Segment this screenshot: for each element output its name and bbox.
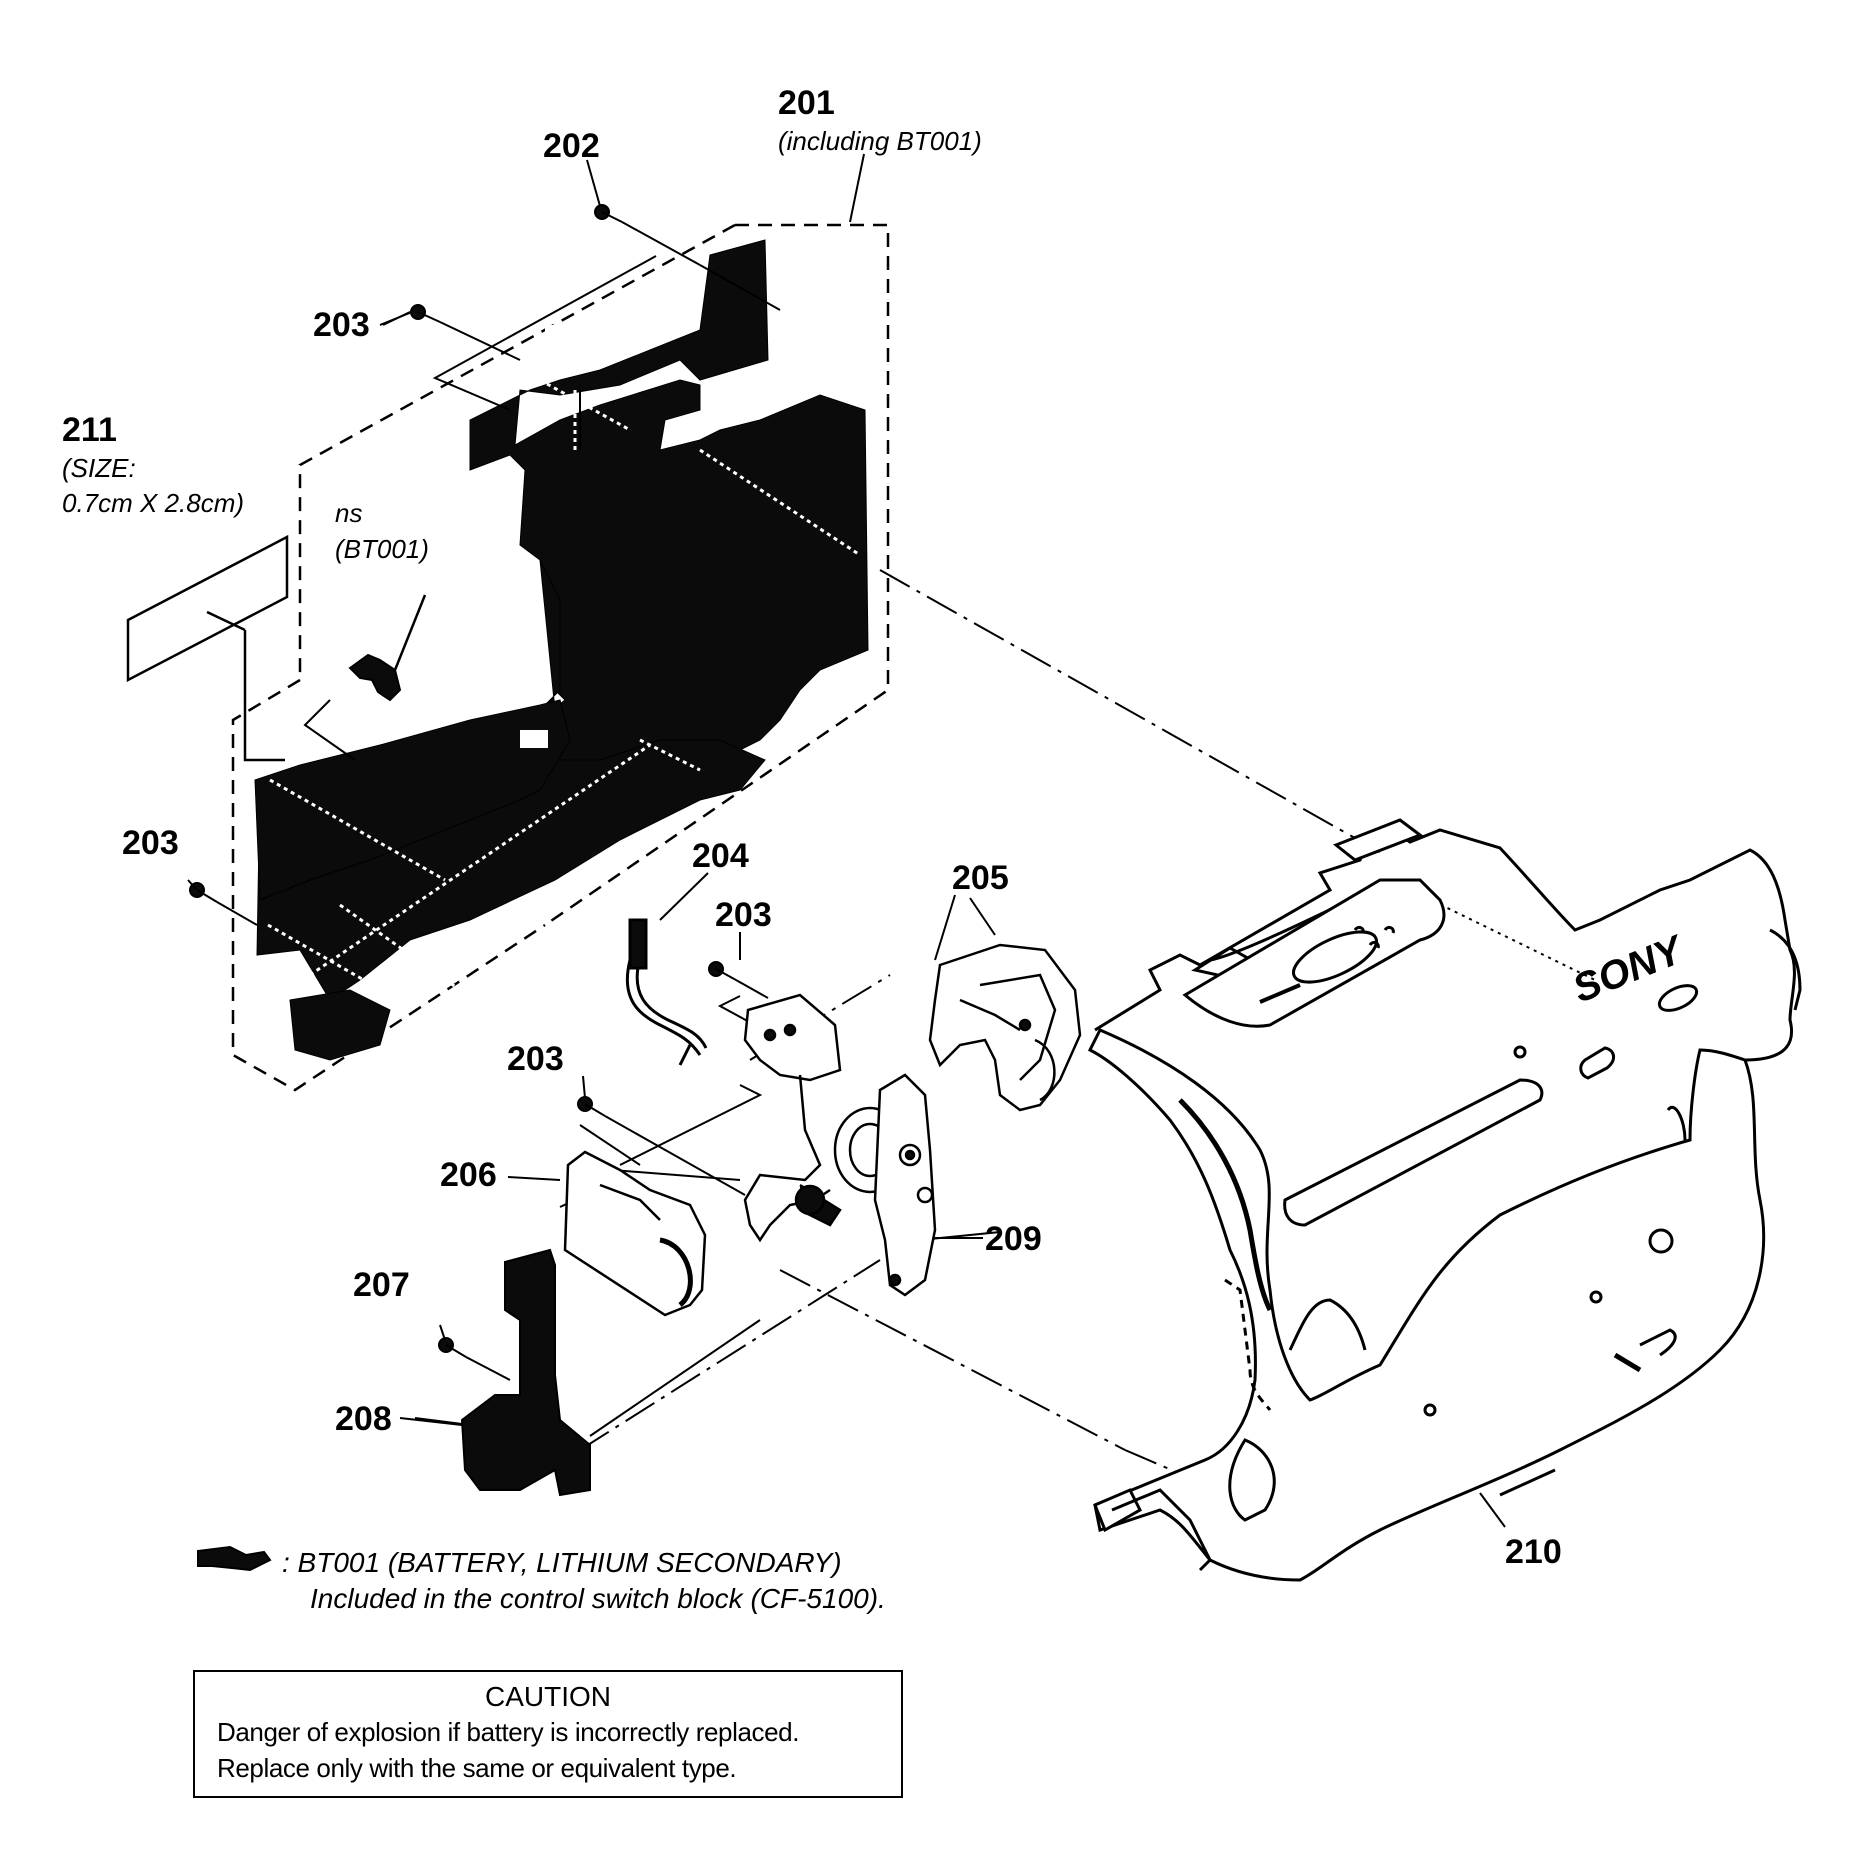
caution-line-2: Replace only with the same or equivalent… [217,1753,737,1783]
leader-lines [187,153,1506,1528]
caution-line-1: Danger of explosion if battery is incorr… [217,1717,800,1747]
label-209: 209 [985,1220,1042,1258]
label-208: 208 [335,1400,392,1438]
label-201-note: (including BT001) [778,126,982,156]
part-number-labels: 201 (including BT001) 202 203 211 (SIZE:… [62,84,1562,1571]
switch-208 [460,1248,591,1497]
battery-legend-icon [197,1545,272,1572]
alignment-dotted-line [1389,879,1596,981]
motor-bracket-209 [743,993,937,1297]
label-211-note-1: (SIZE: [62,453,136,483]
bracket-205 [928,943,1082,1112]
control-switch-block-201 [254,239,869,1061]
caution-title: CAUTION [485,1681,611,1712]
label-207: 207 [353,1266,410,1304]
label-203-left: 203 [122,824,179,862]
label-sticker-211 [126,534,289,762]
label-201: 201 [778,84,835,122]
label-203-middle: 203 [715,896,772,934]
label-211: 211 [62,411,117,449]
screw-icons [189,204,737,1358]
camera-body-210 [1087,818,1802,1582]
label-leader-lines [379,311,983,1426]
screw-203d-icon [577,1096,606,1117]
legend-line-2: Included in the control switch block (CF… [310,1583,886,1614]
label-ns: ns [335,498,362,528]
label-211-note-2: 0.7cm X 2.8cm) [62,488,244,518]
screw-203c-icon [708,961,737,981]
legend-line-1: : BT001 (BATTERY, LITHIUM SECONDARY) [282,1547,842,1578]
flex-cable-204 [625,918,708,1066]
screw-203a-icon [410,304,441,323]
label-202: 202 [543,127,600,165]
label-203-lower: 203 [507,1040,564,1078]
label-205: 205 [952,859,1009,897]
battery-bt001 [303,594,427,761]
legend: : BT001 (BATTERY, LITHIUM SECONDARY) Inc… [197,1545,886,1614]
label-206: 206 [440,1156,497,1194]
label-203-top: 203 [313,306,370,344]
caution-box: CAUTION Danger of explosion if battery i… [193,1670,903,1798]
board-dotted-lines [267,378,861,997]
screw-207-icon [438,1337,467,1358]
label-ns-bt001: (BT001) [335,534,429,564]
cover-206 [563,1150,707,1317]
label-210: 210 [1505,1533,1562,1571]
label-204: 204 [692,837,749,875]
screw-202-icon [594,204,623,223]
